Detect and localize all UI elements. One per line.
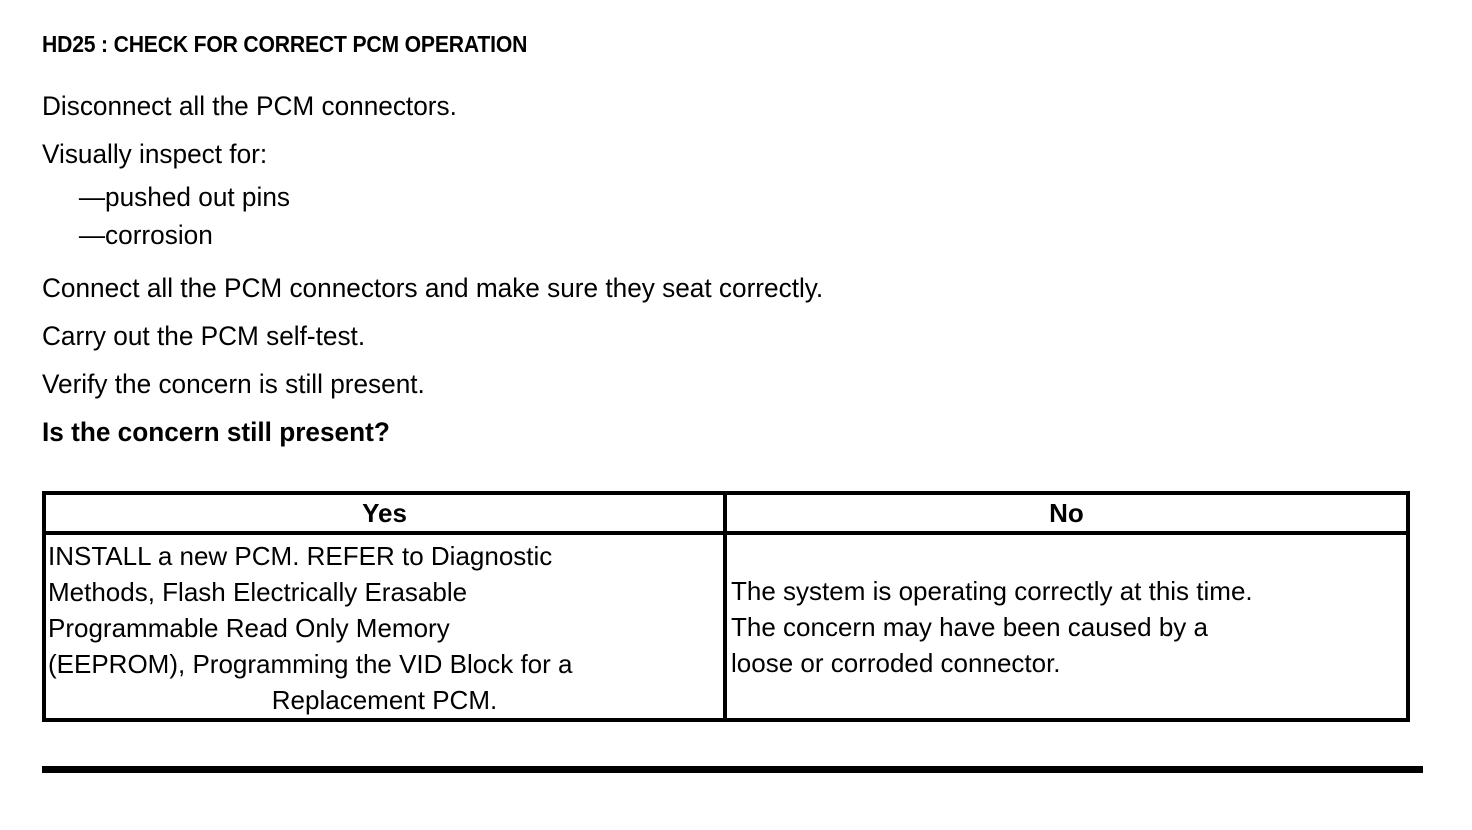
decision-question: Is the concern still present? [42,417,390,447]
footer-rule [42,766,1423,773]
cell-yes-action: INSTALL a new PCM. REFER to Diagnostic M… [46,535,727,718]
list-item: —corrosion [78,220,213,250]
cell-line: Methods, Flash Electrically Erasable [48,577,468,607]
cell-line: The system is operating correctly at thi… [731,575,1253,606]
cell-no-action: The system is operating correctly at thi… [727,535,1406,718]
column-header-yes: Yes [46,495,727,531]
list-item: —pushed out pins [78,182,290,212]
procedure-step: Verify the concern is still present. [42,369,425,399]
procedure-steps: Disconnect all the PCM connectors. Visua… [42,82,1402,456]
cell-line: The concern may have been caused by a [731,611,1208,642]
cell-line: loose or corroded connector. [731,647,1061,678]
table-row: INSTALL a new PCM. REFER to Diagnostic M… [46,535,1406,718]
procedure-step: Connect all the PCM connectors and make … [42,273,824,303]
procedure-step: Disconnect all the PCM connectors. [42,91,457,121]
cell-line: Replacement PCM. [271,685,498,715]
spacer [42,254,1402,264]
page-title: HD25 : CHECK FOR CORRECT PCM OPERATION [42,31,528,57]
decision-table: Yes No INSTALL a new PCM. REFER to Diagn… [42,491,1410,722]
inspection-list: —pushed out pins —corrosion [42,178,1402,254]
cell-line: INSTALL a new PCM. REFER to Diagnostic [48,541,553,571]
procedure-step: Carry out the PCM self-test. [42,321,366,351]
cell-line: (EEPROM), Programming the VID Block for … [48,649,573,679]
procedure-step: Visually inspect for: [42,139,268,169]
column-header-no: No [1049,497,1084,528]
cell-line: Programmable Read Only Memory [48,613,450,643]
table-header-row: Yes No [46,495,1406,535]
